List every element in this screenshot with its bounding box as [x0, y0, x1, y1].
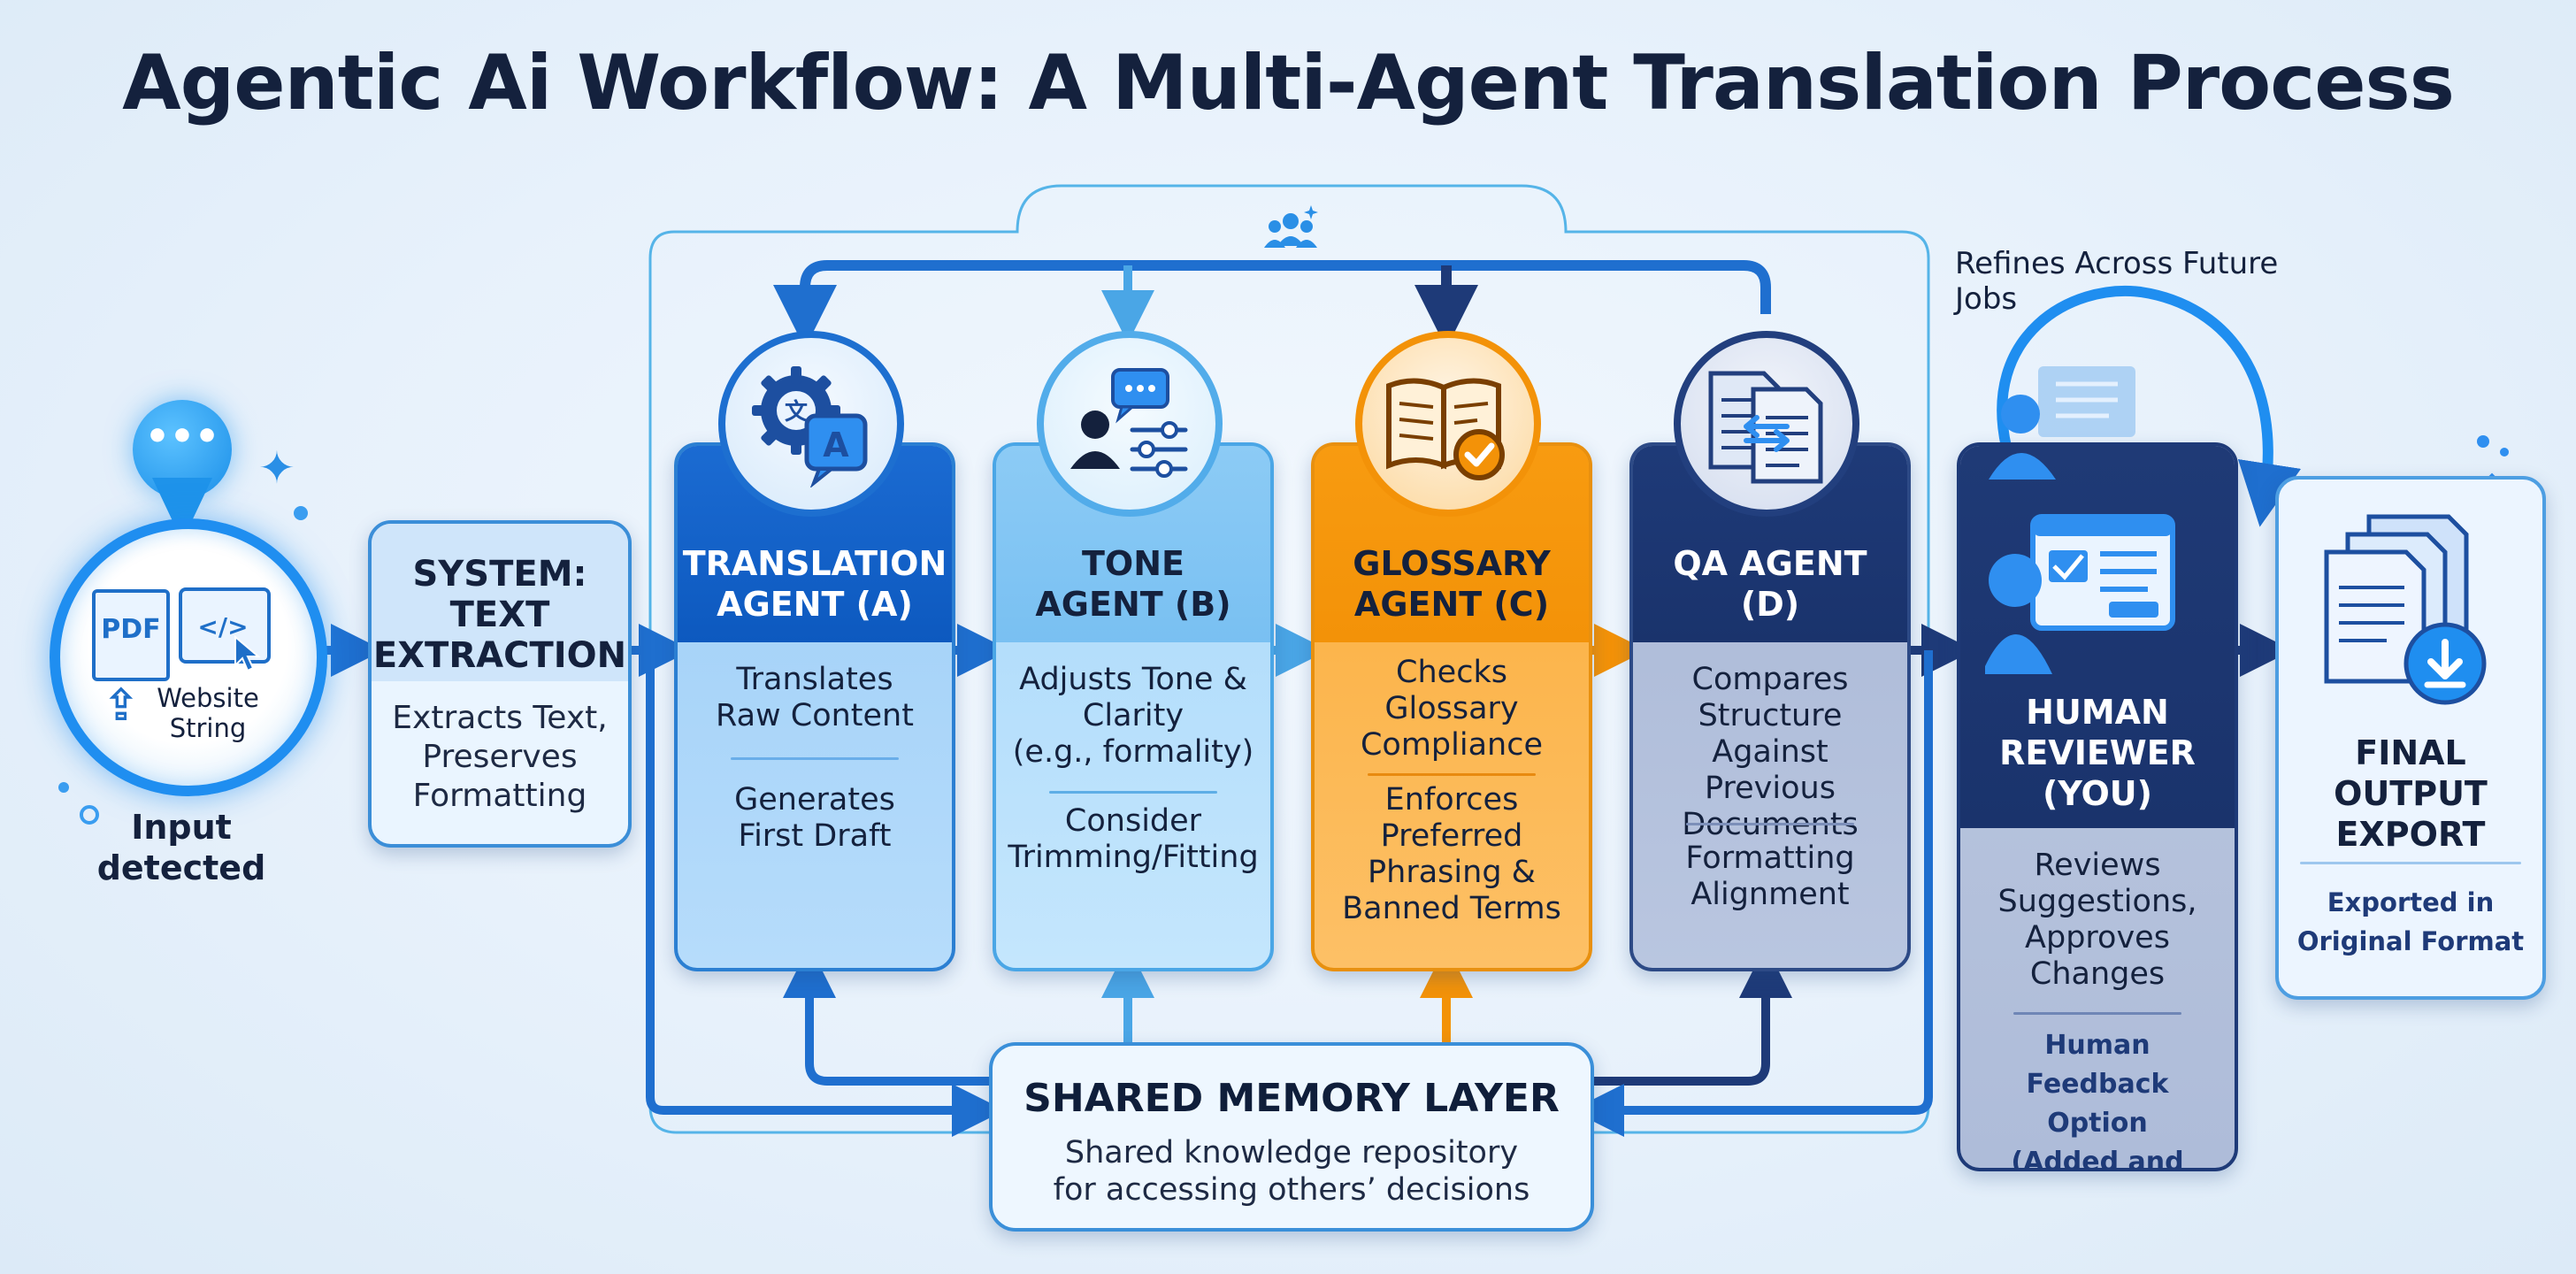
shared-memory-layer-card: SHARED MEMORY LAYER Shared knowledge rep…	[989, 1042, 1594, 1232]
feedback-loop-top	[773, 260, 1771, 349]
translation-agent-card: TRANSLATION AGENT (A) Translates Raw Con…	[674, 442, 955, 971]
pdf-document-icon	[92, 589, 170, 681]
svg-text:A: A	[823, 426, 849, 464]
document-compare-icon	[1708, 371, 1823, 484]
code-window-icon	[179, 587, 271, 664]
agent-a-section1: Translates Raw Content	[716, 662, 914, 733]
final-divider	[2300, 862, 2521, 864]
system-card-body: Extracts Text, Preserves Formatting	[392, 700, 608, 814]
agent-d-section1: Compares Structure Against Previous Docu…	[1682, 662, 1859, 842]
agent-b-divider	[1049, 791, 1217, 794]
final-subtitle: Exported in Original Format	[2296, 887, 2525, 956]
team-icon	[1264, 205, 1318, 248]
website-string-label: Website String	[157, 683, 259, 743]
input-caption: Input detected	[96, 808, 266, 887]
system-text-extraction-card: SYSTEM: TEXT EXTRACTION Extracts Text, P…	[368, 520, 632, 848]
pdf-label: PDF	[101, 614, 161, 645]
system-card-title: SYSTEM: TEXT EXTRACTION	[372, 524, 628, 681]
human-reviewer-card: HUMAN REVIEWER (YOU) Reviews Suggestions…	[1957, 442, 2238, 1171]
page-title: Agentic Ai Workflow: A Multi-Agent Trans…	[122, 39, 2455, 127]
tone-agent-icon-circle	[1037, 331, 1223, 517]
stacked-documents-download-icon	[2324, 514, 2487, 705]
agent-b-title: TONE AGENT (B)	[996, 446, 1270, 642]
svg-text:文: 文	[785, 398, 809, 426]
sparkle-decor	[2477, 435, 2489, 448]
reviewer-screen-icon	[1985, 366, 2175, 674]
dot-decor	[294, 506, 308, 520]
agent-a-divider	[731, 757, 899, 760]
dot-decor	[58, 782, 69, 793]
upload-icon: ⇪	[103, 679, 140, 731]
book-check-icon	[1386, 378, 1505, 480]
human-section2: Human Feedback Option (Added and stored)	[2011, 1030, 2184, 1171]
glossary-agent-card: GLOSSARY AGENT (C) Checks Glossary Compl…	[1311, 442, 1592, 971]
qa-agent-card: QA AGENT (D) Compares Structure Against …	[1629, 442, 1911, 971]
user-sliders-icon	[1070, 368, 1188, 478]
refines-loop-arrow	[1997, 286, 2302, 527]
sparkle-icon: ✦	[258, 442, 295, 494]
ring-decor	[80, 805, 99, 825]
memory-title: SHARED MEMORY LAYER	[1024, 1076, 1560, 1121]
agent-c-section2: Enforces Preferred Phrasing & Banned Ter…	[1342, 782, 1561, 926]
agent-c-section1: Checks Glossary Compliance	[1360, 655, 1544, 763]
human-title: HUMAN REVIEWER (YOU)	[1960, 446, 2235, 828]
agent-d-divider	[1686, 823, 1854, 825]
translate-gear-icon: 文 A	[752, 366, 868, 487]
agent-b-section2: Consider Trimming/Fitting	[1008, 803, 1259, 875]
agent-b-section1: Adjusts Tone & Clarity (e.g., formality)	[1012, 662, 1254, 770]
memory-body: Shared knowledge repository for accessin…	[1053, 1135, 1530, 1208]
final-title: FINAL OUTPUT EXPORT	[2334, 733, 2488, 854]
agent-d-section2: Formatting Alignment	[1685, 840, 1855, 912]
agent-a-section2: Generates First Draft	[734, 782, 895, 854]
refines-label: Refines Across Future Jobs	[1955, 246, 2279, 317]
human-section1: Reviews Suggestions, Approves Changes	[1997, 848, 2197, 992]
code-label: </>	[197, 612, 249, 641]
tone-agent-card: TONE AGENT (B) Adjusts Tone & Clarity (e…	[993, 442, 1274, 971]
human-divider	[2013, 1012, 2181, 1015]
dots-icon: •••	[144, 414, 220, 459]
agent-c-divider	[1368, 773, 1536, 776]
sparkle-decor	[2500, 448, 2509, 457]
cursor-icon	[234, 635, 261, 672]
